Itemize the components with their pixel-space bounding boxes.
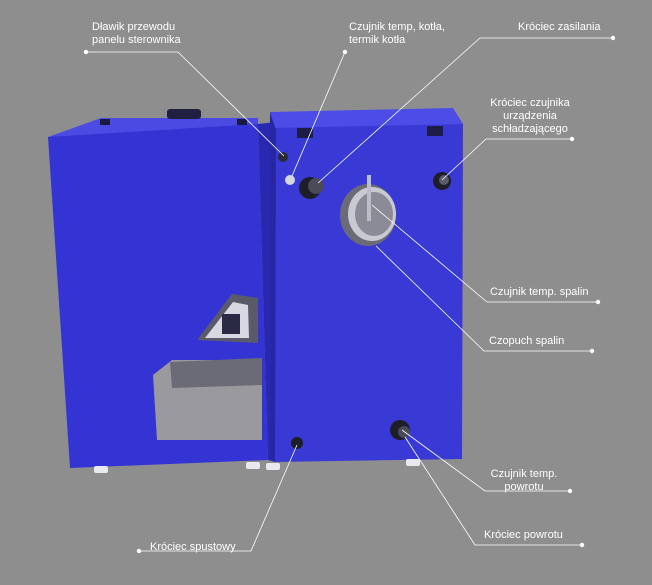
cable-gland	[278, 152, 288, 162]
boiler-foot	[266, 463, 280, 470]
callout-dot	[611, 36, 615, 40]
callout-dot	[343, 50, 347, 54]
callout-dot	[596, 300, 600, 304]
callout-dot	[580, 543, 584, 547]
label-czopuch-line1: Czopuch spalin	[489, 335, 564, 348]
hopper-mechanism	[222, 314, 240, 334]
callout-dot	[590, 349, 594, 353]
label-dlawik: Dławik przewodu panelu sterownika	[92, 21, 181, 47]
label-czujnik-spalin: Czujnik temp. spalin	[490, 286, 588, 299]
flue-pipe-inner	[355, 192, 393, 236]
boiler-foot	[406, 459, 420, 466]
hopper-latch	[100, 119, 110, 125]
label-dlawik-line2: panelu sterownika	[92, 34, 181, 47]
boiler-latch	[427, 126, 443, 136]
callout-dot	[568, 489, 572, 493]
label-krociec-spustowy: Króciec spustowy	[150, 541, 236, 554]
label-krociec-czujnika-line3: schładzającego	[482, 123, 578, 136]
label-dlawik-line1: Dławik przewodu	[92, 21, 181, 34]
cooling-sensor-connector-ring	[439, 175, 449, 185]
callout-dot	[570, 137, 574, 141]
boiler-front	[270, 124, 463, 462]
flue-sensor	[367, 175, 371, 221]
return-connector-ring	[398, 426, 410, 438]
hopper-handle	[167, 109, 201, 119]
label-krociec-czujnika: Króciec czujnika urządzenia schładzające…	[482, 97, 578, 136]
supply-connector-ring	[308, 178, 324, 194]
hopper-window-ledge	[170, 358, 262, 388]
label-krociec-czujnika-line1: Króciec czujnika	[482, 97, 578, 110]
label-krociec-zasilania: Króciec zasilania	[518, 21, 601, 34]
boiler-unit	[266, 108, 463, 470]
label-czujnik-kotla-line2: termik kotła	[349, 34, 445, 47]
hopper-foot	[246, 462, 260, 469]
hopper-latch	[237, 119, 247, 125]
label-krociec-zasilania-line1: Króciec zasilania	[518, 21, 601, 34]
callout-dot	[137, 549, 141, 553]
label-czujnik-spalin-line1: Czujnik temp. spalin	[490, 286, 588, 299]
label-krociec-spustowy-line1: Króciec spustowy	[150, 541, 236, 554]
label-czujnik-powrotu: Czujnik temp. powrotu	[484, 468, 564, 494]
boiler-sensor-port	[285, 175, 295, 185]
callout-dot	[84, 50, 88, 54]
label-czujnik-kotla-line1: Czujnik temp, kotła,	[349, 21, 445, 34]
label-czujnik-powrotu-line2: powrotu	[484, 481, 564, 494]
hopper-foot	[94, 466, 108, 473]
drain-connector	[291, 437, 303, 449]
label-krociec-powrotu: Króciec powrotu	[484, 529, 563, 542]
label-krociec-czujnika-line2: urządzenia	[482, 110, 578, 123]
label-czujnik-kotla: Czujnik temp, kotła, termik kotła	[349, 21, 445, 47]
label-czujnik-powrotu-line1: Czujnik temp.	[484, 468, 564, 481]
hopper-unit	[48, 109, 276, 473]
label-krociec-powrotu-line1: Króciec powrotu	[484, 529, 563, 542]
label-czopuch: Czopuch spalin	[489, 335, 564, 348]
boiler-edge	[270, 112, 276, 462]
